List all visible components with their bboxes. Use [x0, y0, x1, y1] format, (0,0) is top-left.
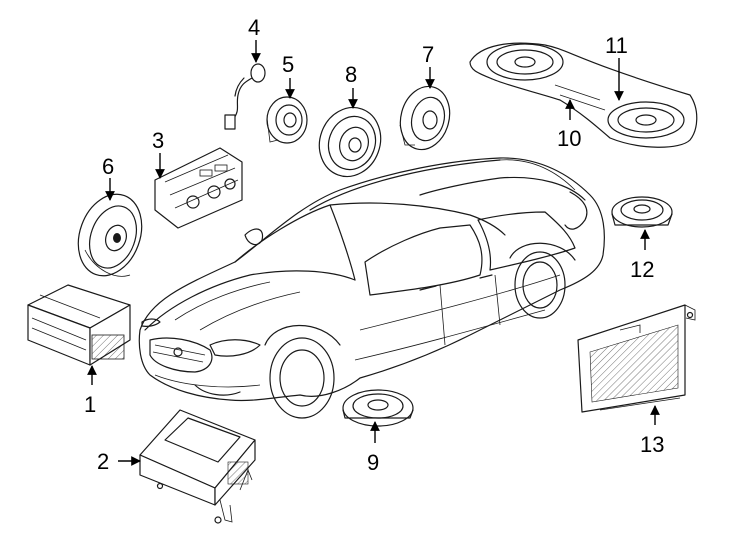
callout-12: 12 — [630, 257, 654, 282]
part-2-control-module — [139, 409, 256, 524]
part-4-cable — [224, 63, 266, 130]
callout-5: 5 — [282, 52, 294, 77]
part-9-speaker — [342, 389, 414, 427]
callout-11: 11 — [605, 33, 628, 58]
part-12-speaker — [611, 196, 673, 228]
part-7-speaker — [399, 85, 451, 151]
part-13-amplifier-panel — [577, 304, 696, 413]
car-illustration — [138, 157, 605, 419]
callout-3: 3 — [152, 128, 164, 153]
callout-10: 10 — [557, 126, 581, 151]
callout-2: 2 — [97, 449, 109, 474]
callout-9: 9 — [367, 450, 379, 475]
callout-7: 7 — [422, 42, 434, 67]
callouts: 1 2 3 4 5 6 7 8 9 10 11 12 13 — [84, 15, 664, 475]
part-5-tweeter — [266, 96, 308, 144]
part-3-radio-unit — [154, 147, 243, 229]
part-6-speaker — [77, 193, 143, 277]
callout-8: 8 — [345, 62, 357, 87]
callout-6: 6 — [102, 154, 114, 179]
part-1-amplifier — [27, 284, 131, 366]
callout-1: 1 — [84, 392, 96, 417]
part-8-speaker — [318, 106, 382, 178]
callout-4: 4 — [248, 15, 260, 40]
callout-13: 13 — [640, 432, 664, 457]
part-10-11-subwoofer-enclosure — [469, 42, 698, 148]
